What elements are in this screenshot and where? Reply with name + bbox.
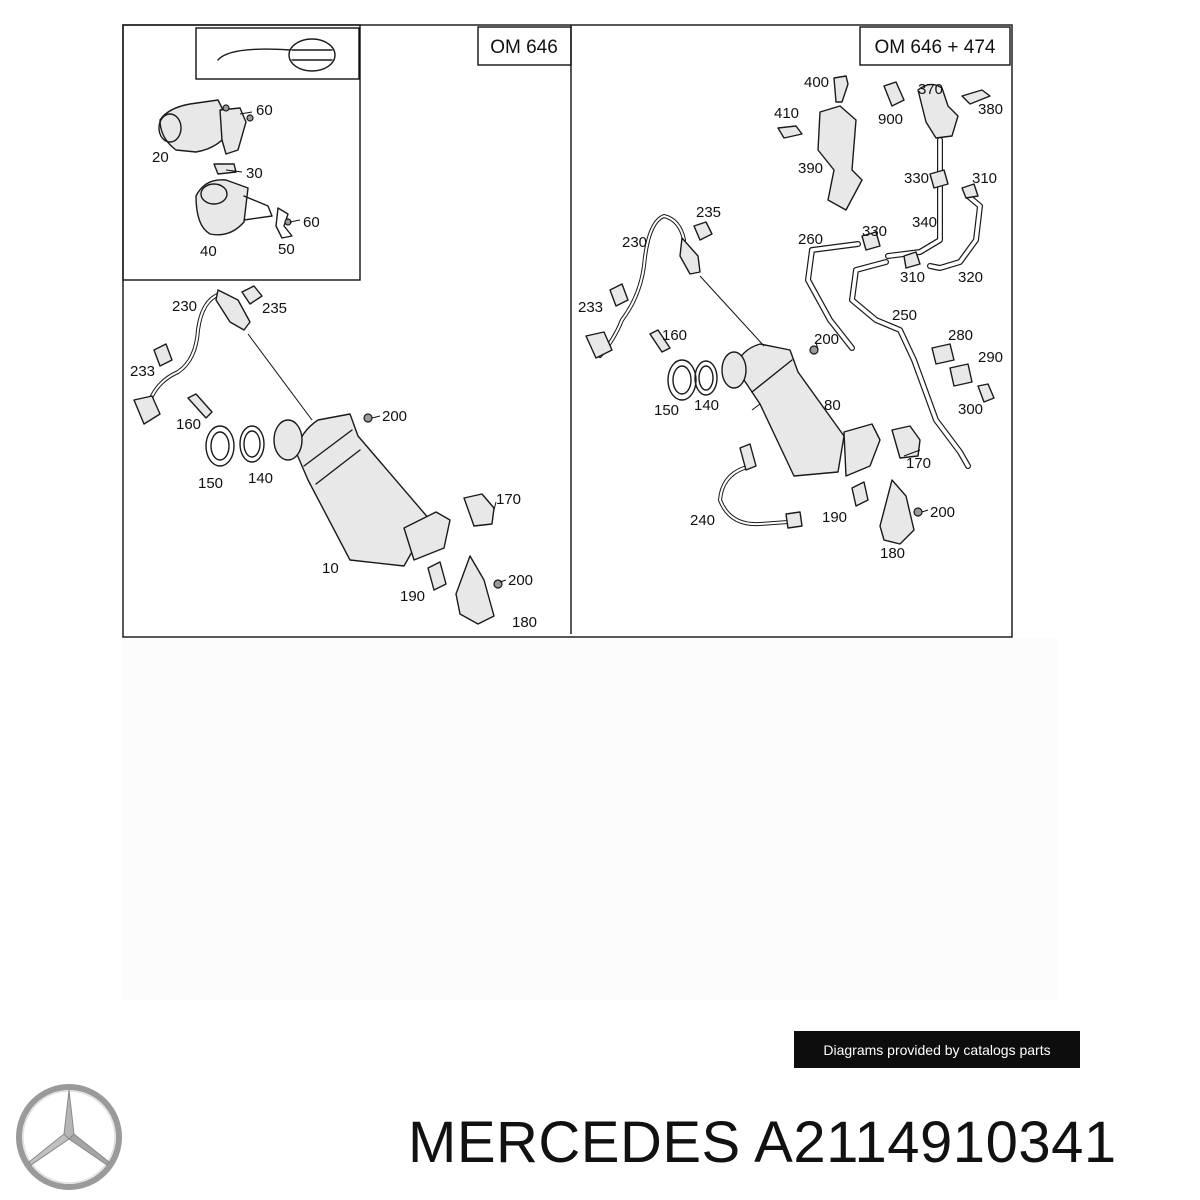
- label-left-230: 230: [172, 298, 197, 315]
- inset-leaders: [225, 111, 301, 223]
- label-right-310b: 310: [900, 269, 925, 286]
- right-panel-drawing: [585, 75, 995, 545]
- credit-badge: Diagrams provided by catalogs parts: [794, 1031, 1080, 1068]
- left-panel-drawing: [133, 285, 503, 625]
- label-left-150: 150: [198, 475, 223, 492]
- label-left-180: 180: [512, 614, 537, 631]
- label-left-10: 10: [322, 560, 339, 577]
- label-right-300: 300: [958, 401, 983, 418]
- label-right-320: 320: [958, 269, 983, 286]
- label-inset-60a: 60: [256, 102, 273, 119]
- label-right-235: 235: [696, 204, 721, 221]
- label-inset-50: 50: [278, 241, 295, 258]
- label-right-900: 900: [878, 111, 903, 128]
- label-right-330a: 330: [904, 170, 929, 187]
- label-right-340: 340: [912, 214, 937, 231]
- inset-drawing: [158, 99, 293, 239]
- label-left-233: 233: [130, 363, 155, 380]
- part-number: A2114910341: [754, 1110, 1117, 1175]
- label-right-180: 180: [880, 545, 905, 562]
- label-inset-40: 40: [200, 243, 217, 260]
- label-right-80: 80: [824, 397, 841, 414]
- diagram-frame: [122, 24, 1013, 638]
- inset-symbol-icon: [217, 38, 336, 72]
- brand-part-number: MERCEDES A2114910341: [408, 1108, 1186, 1178]
- label-right-233: 233: [578, 299, 603, 316]
- label-inset-30: 30: [246, 165, 263, 182]
- label-right-150: 150: [654, 402, 679, 419]
- label-right-390: 390: [798, 160, 823, 177]
- diagram-background: [122, 638, 1058, 1000]
- label-right-400: 400: [804, 74, 829, 91]
- label-left-200a: 200: [382, 408, 407, 425]
- label-right-250: 250: [892, 307, 917, 324]
- label-right-200a: 200: [814, 331, 839, 348]
- right-panel-leaders: [699, 275, 929, 513]
- label-left-170: 170: [496, 491, 521, 508]
- left-panel-labels: 230 235 233 160 200 150 140 170 10 200 1…: [130, 298, 537, 631]
- label-right-370: 370: [918, 81, 943, 98]
- inset-symbol-box: [195, 27, 360, 80]
- panel-header-left: OM 646: [490, 37, 558, 58]
- label-right-410: 410: [774, 105, 799, 122]
- label-right-140: 140: [694, 397, 719, 414]
- panel-header-right: OM 646 + 474: [875, 37, 996, 58]
- label-left-190: 190: [400, 588, 425, 605]
- label-left-200b: 200: [508, 572, 533, 589]
- inset-frame: [122, 24, 361, 281]
- label-right-160: 160: [662, 327, 687, 344]
- label-left-140: 140: [248, 470, 273, 487]
- panel-header-box-left: [477, 26, 572, 66]
- mercedes-star-icon: [16, 1084, 122, 1190]
- inset-labels: 60 20 30 60 50 40: [152, 102, 320, 260]
- label-inset-60b: 60: [303, 214, 320, 231]
- brand-name: MERCEDES: [408, 1110, 741, 1175]
- label-right-310a: 310: [972, 170, 997, 187]
- label-right-190: 190: [822, 509, 847, 526]
- label-inset-20: 20: [152, 149, 169, 166]
- label-right-230: 230: [622, 234, 647, 251]
- exhaust-parts-diagram: OM 646 OM 646 + 474 60 20 30 60 50 40: [122, 24, 1058, 1000]
- label-left-235: 235: [262, 300, 287, 317]
- label-left-160: 160: [176, 416, 201, 433]
- label-right-380: 380: [978, 101, 1003, 118]
- label-right-280: 280: [948, 327, 973, 344]
- right-panel-labels: 400 370 380 410 900 390 330 310 235 230 …: [578, 74, 1003, 562]
- label-right-200b: 200: [930, 504, 955, 521]
- label-right-330b: 330: [862, 223, 887, 240]
- label-right-170: 170: [906, 455, 931, 472]
- label-right-240: 240: [690, 512, 715, 529]
- panel-header-box-right: [859, 26, 1011, 66]
- left-panel-leaders: [247, 333, 507, 583]
- label-right-290: 290: [978, 349, 1003, 366]
- label-right-260: 260: [798, 231, 823, 248]
